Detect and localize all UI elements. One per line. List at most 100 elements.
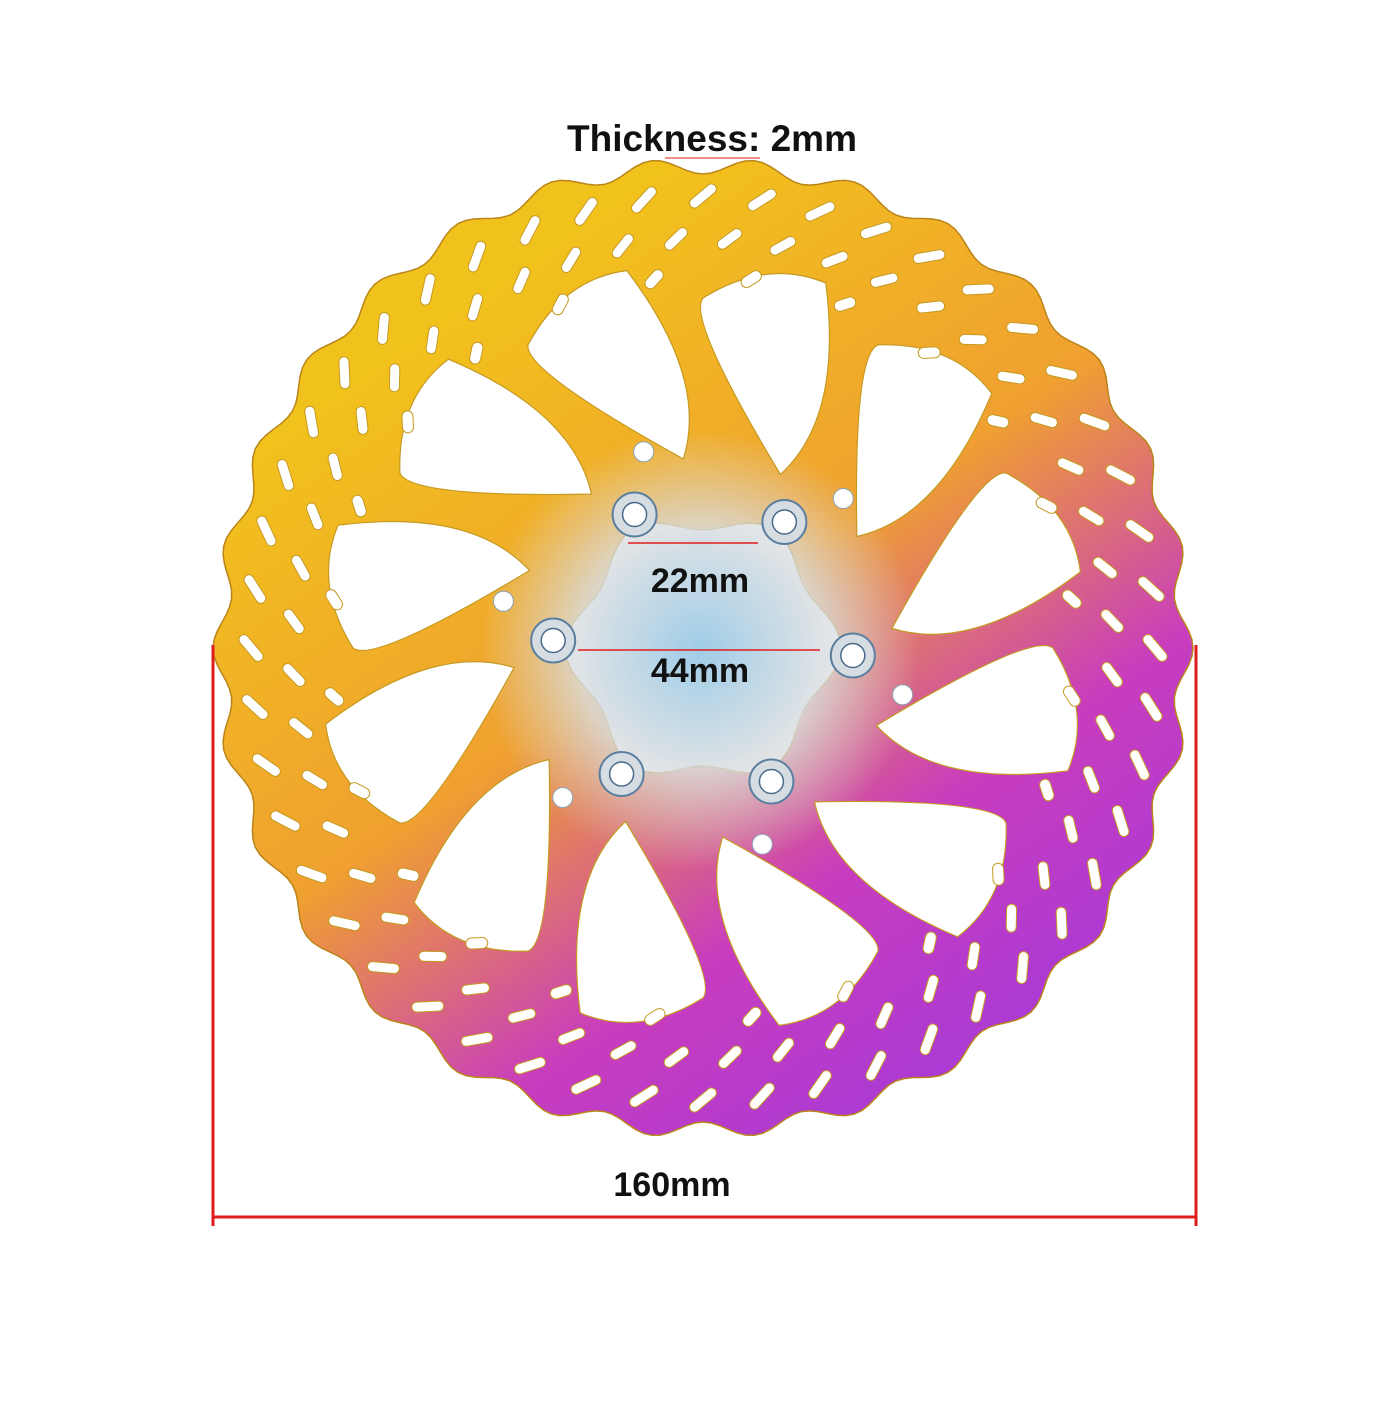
- vent-slot: [1056, 457, 1085, 476]
- vent-slot: [824, 1022, 846, 1050]
- vent-slot: [833, 296, 857, 312]
- vent-slot: [295, 864, 328, 884]
- vent-slot: [243, 574, 267, 604]
- rotor-cutout: [413, 758, 551, 952]
- mount-bolt-hole: [540, 627, 566, 654]
- vent-slot: [1045, 364, 1078, 381]
- vent-slot: [288, 717, 314, 740]
- vent-slot: [922, 974, 939, 1003]
- vent-slot: [469, 341, 484, 365]
- vent-slot: [351, 494, 367, 518]
- vent-slot: [631, 186, 657, 214]
- vent-slot: [1105, 464, 1136, 486]
- hub-relief-hole: [633, 441, 655, 463]
- mount-bolt-hole: [840, 642, 866, 669]
- vent-slot: [1100, 609, 1124, 634]
- vent-slot: [1086, 857, 1102, 891]
- vent-slot: [419, 273, 436, 306]
- vent-slot: [970, 990, 987, 1023]
- vent-slot: [1111, 804, 1130, 837]
- vent-slot: [256, 515, 277, 547]
- vent-slot: [865, 1050, 887, 1081]
- vent-slot: [986, 414, 1010, 429]
- rotor-cutout: [716, 836, 879, 1027]
- hub-relief-hole: [492, 590, 514, 612]
- vent-slot: [507, 1008, 537, 1024]
- vent-slot: [1092, 556, 1118, 579]
- vent-slot: [875, 1001, 894, 1030]
- vent-slot: [401, 410, 414, 434]
- vent-slot: [1139, 692, 1163, 722]
- vent-slot: [519, 215, 541, 246]
- vent-slot: [742, 1006, 762, 1027]
- vent-slot: [1039, 778, 1055, 802]
- vent-slot: [749, 1082, 775, 1110]
- vent-slot: [1077, 505, 1105, 527]
- vent-slot: [1101, 661, 1123, 688]
- vent-slot: [328, 915, 361, 932]
- rotor-cutout: [875, 644, 1079, 776]
- vent-slot: [1062, 685, 1081, 707]
- vent-slot: [716, 228, 743, 250]
- vent-slot: [1129, 749, 1150, 781]
- vent-slot: [276, 458, 295, 491]
- vent-slot: [380, 911, 410, 926]
- vent-slot: [512, 266, 531, 295]
- vent-slot: [388, 363, 401, 393]
- rotor-cutout: [813, 800, 1007, 938]
- rotor-cutout: [699, 272, 831, 476]
- vent-slot: [460, 982, 490, 996]
- vent-slot: [425, 325, 440, 355]
- vent-slot: [663, 1046, 690, 1068]
- vent-slot: [992, 862, 1005, 886]
- vent-slot: [467, 293, 484, 322]
- mount-bolt-hole: [758, 768, 785, 795]
- bolt-spacing-label: 22mm: [650, 562, 750, 600]
- hub-relief-hole: [832, 488, 854, 510]
- vent-slot: [305, 502, 324, 531]
- vent-slot: [304, 405, 320, 439]
- vent-slot: [355, 405, 369, 435]
- vent-slot: [808, 1070, 832, 1100]
- vent-slot: [820, 250, 849, 269]
- vent-slot: [290, 554, 311, 582]
- vent-slot: [611, 233, 634, 259]
- mount-bolt-hole: [608, 761, 635, 787]
- vent-slot: [251, 753, 281, 777]
- vent-slot: [560, 246, 582, 273]
- vent-slot: [366, 961, 400, 975]
- vent-slot: [1063, 814, 1079, 844]
- rotor-diameter-label: 160mm: [613, 1166, 731, 1204]
- vent-slot: [644, 269, 664, 290]
- vent-slot: [916, 300, 946, 314]
- vent-slot: [1061, 589, 1082, 609]
- hub-relief-hole: [892, 684, 914, 706]
- vent-slot: [549, 984, 573, 1000]
- rotor-body: [212, 159, 1194, 1137]
- rotor-cutout: [575, 820, 707, 1024]
- dimension-lines: [211, 157, 1198, 1226]
- vent-slot: [513, 1056, 546, 1075]
- vent-slot: [1125, 519, 1155, 543]
- vent-slot: [283, 608, 305, 635]
- vent-slot: [717, 1045, 742, 1069]
- vent-slot: [772, 1037, 795, 1063]
- vent-slot: [321, 820, 350, 839]
- thickness-label: Thickness: 2mm: [567, 118, 857, 159]
- vent-slot: [241, 694, 269, 720]
- rotor-cutout: [891, 472, 1082, 635]
- vent-slot: [747, 188, 777, 212]
- vent-slot: [551, 293, 569, 316]
- vent-slot: [629, 1084, 659, 1108]
- rotor-cutout: [527, 269, 690, 460]
- vent-slot: [465, 937, 489, 950]
- vent-slot: [689, 1087, 717, 1113]
- vent-slot: [1082, 765, 1101, 794]
- vent-slot: [689, 183, 717, 209]
- vent-slot: [1055, 906, 1068, 940]
- vent-slot: [837, 980, 855, 1003]
- vent-slot: [325, 589, 344, 611]
- vent-slot: [996, 370, 1026, 385]
- vent-slot: [859, 221, 892, 240]
- vent-slot: [644, 1007, 666, 1026]
